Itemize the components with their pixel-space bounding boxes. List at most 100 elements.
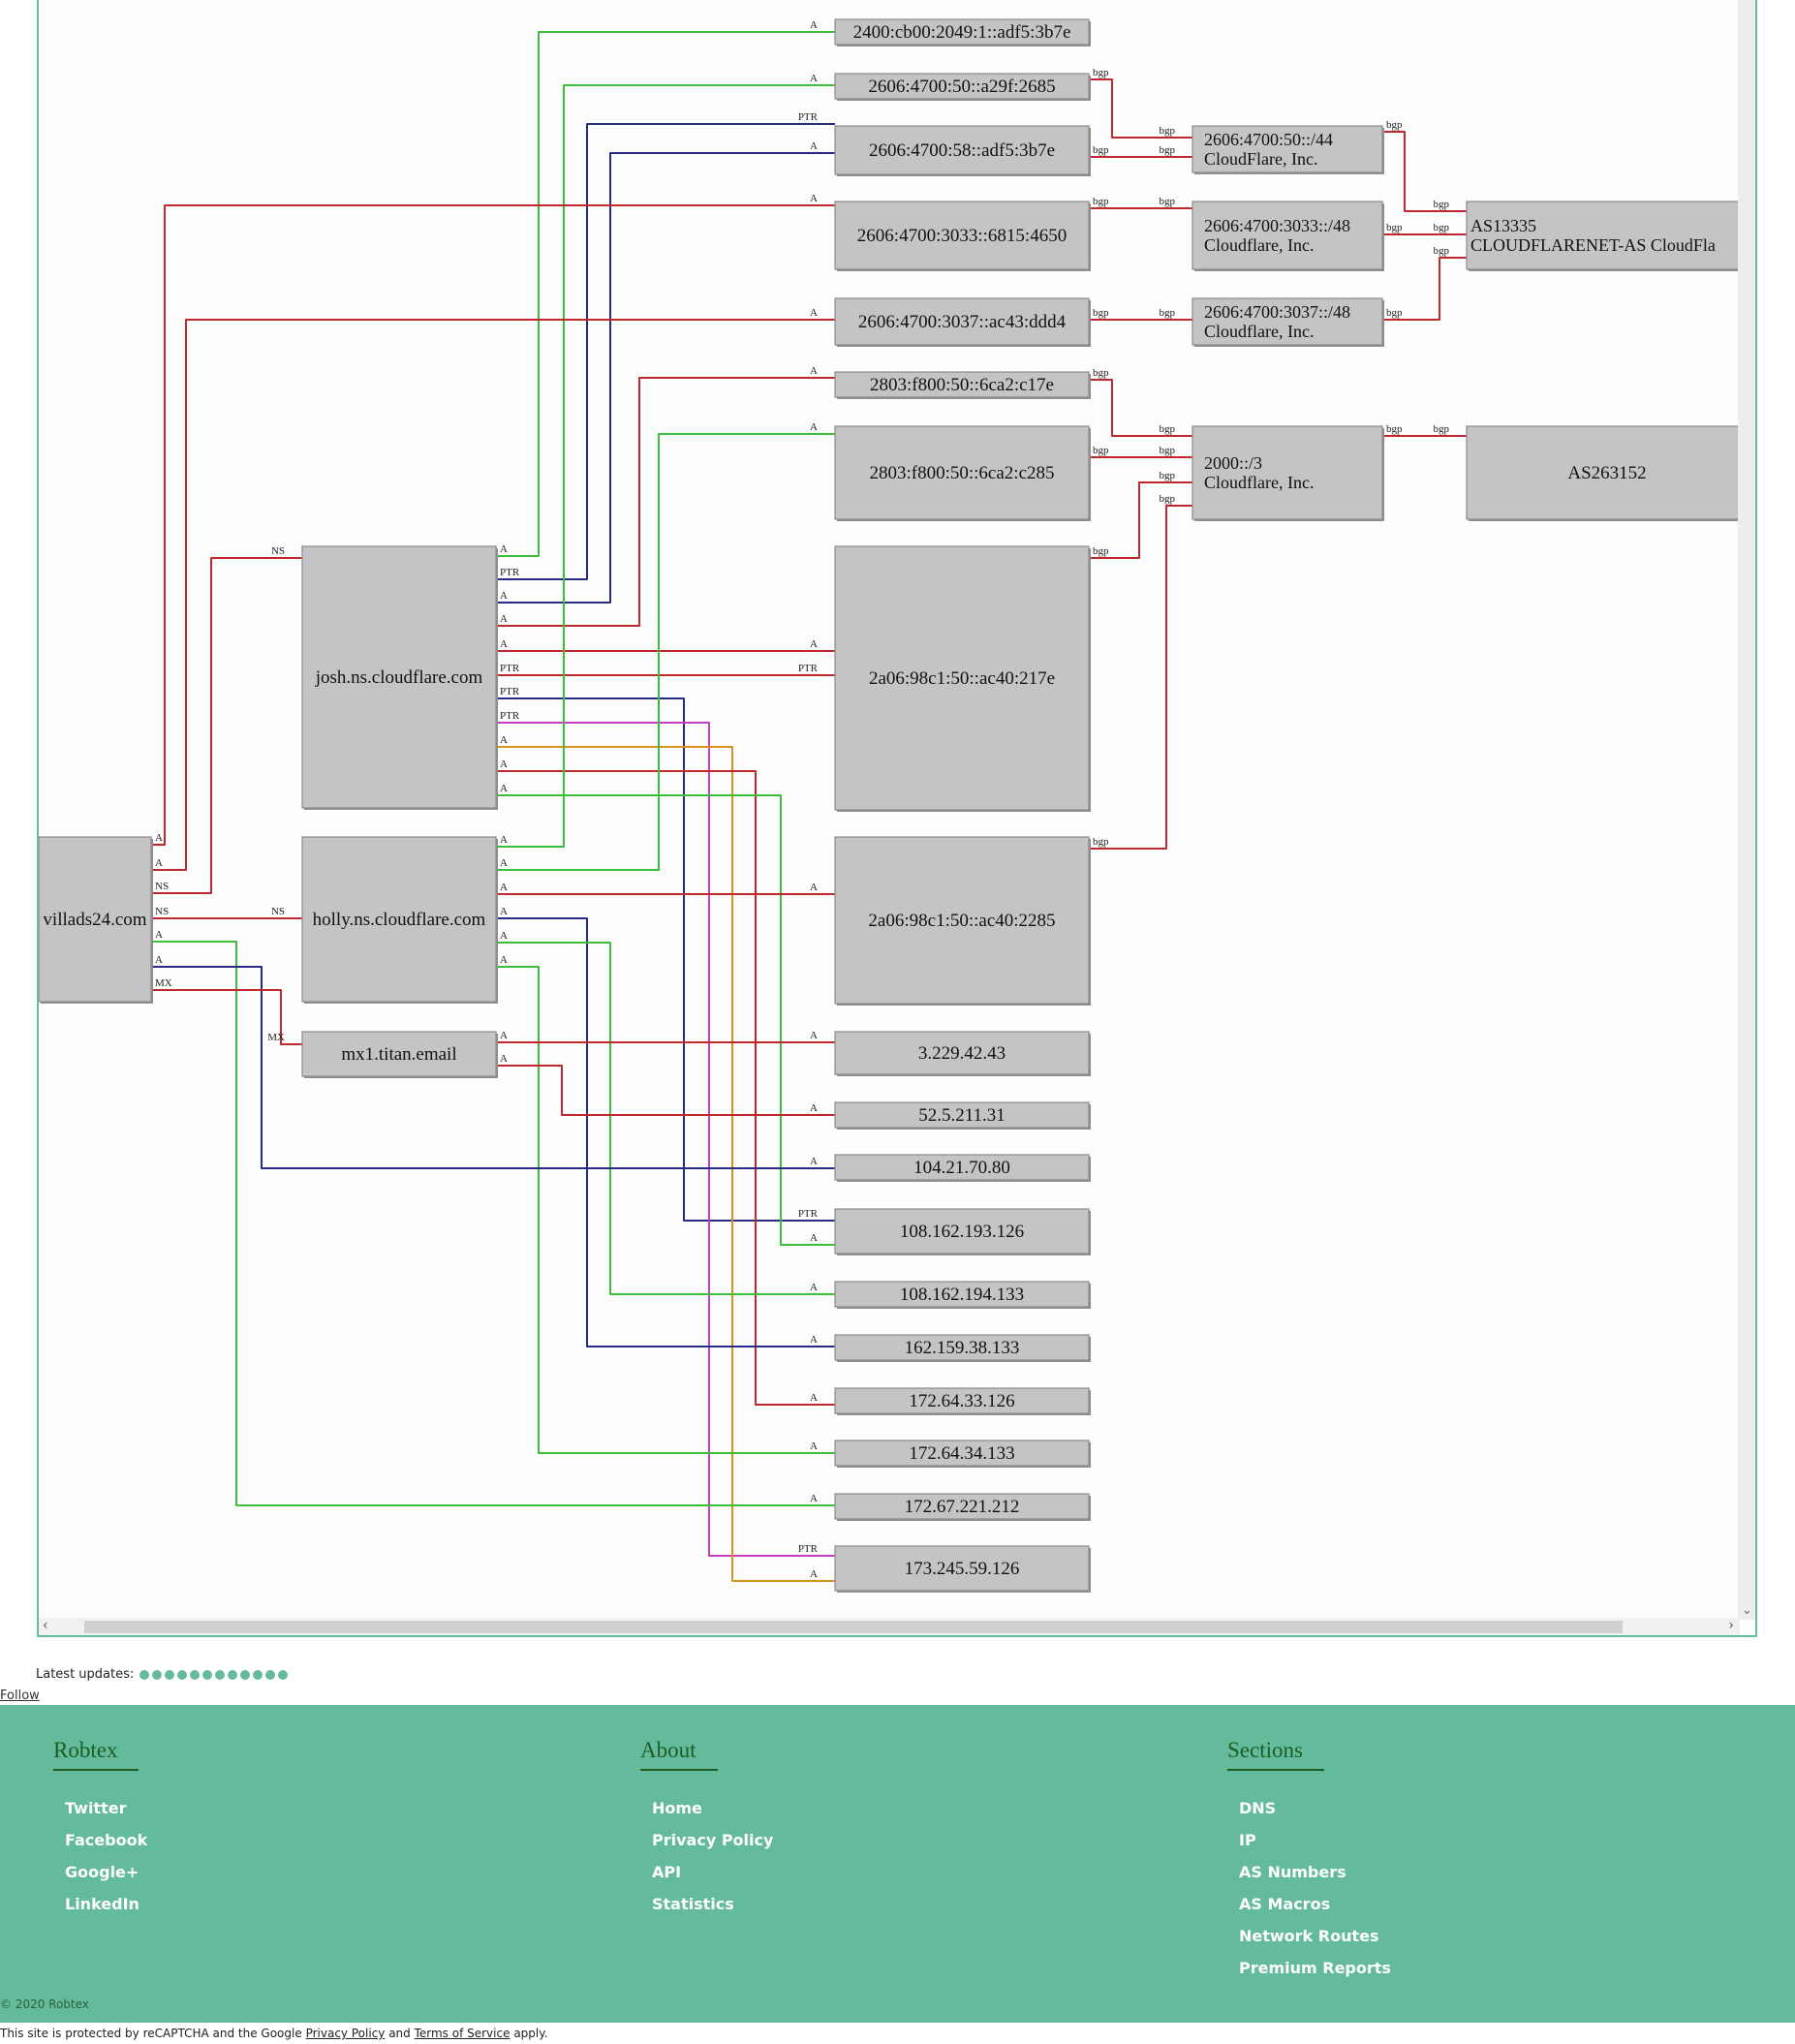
footer-link-premium-reports[interactable]: Premium Reports xyxy=(1239,1959,1391,1977)
graph-frame[interactable]: villads24.com josh.ns.cloudflare.com holly… xyxy=(37,0,1757,1637)
edge-line xyxy=(1089,481,1192,559)
edge-label: bgp xyxy=(1434,222,1450,233)
edge-label: bgp xyxy=(1093,545,1109,557)
node-holly[interactable]: holly.ns.cloudflare.com xyxy=(301,836,498,1004)
node-label: 108.162.194.133 xyxy=(900,1285,1024,1305)
update-dot[interactable] xyxy=(240,1669,251,1680)
edge-label: A xyxy=(500,834,508,846)
node-label: 172.64.33.126 xyxy=(909,1391,1014,1411)
edge-label: PTR xyxy=(500,663,520,674)
node-label: 2606:4700:50::/44 xyxy=(1204,130,1333,149)
node-label: 3.229.42.43 xyxy=(918,1043,1006,1064)
update-dot[interactable] xyxy=(177,1669,188,1680)
node-v[interactable]: villads24.com xyxy=(39,836,153,1004)
footer-link-facebook[interactable]: Facebook xyxy=(65,1831,148,1849)
footer-heading: Sections xyxy=(1227,1738,1324,1771)
edge-line xyxy=(1089,78,1192,139)
update-dot[interactable] xyxy=(152,1669,163,1680)
node-label: 2a06:98c1:50::ac40:217e xyxy=(869,668,1055,689)
node-sublabel: CloudFlare, Inc. xyxy=(1204,149,1317,169)
edge-label: A xyxy=(810,638,818,650)
scroll-right-icon[interactable]: › xyxy=(1728,1618,1734,1633)
terms-link[interactable]: Terms of Service xyxy=(414,2027,511,2040)
node-ip3[interactable]: 2606:4700:58::adf5:3b7e xyxy=(834,125,1091,176)
footer-link-ip[interactable]: IP xyxy=(1239,1831,1256,1849)
footer-link-twitter[interactable]: Twitter xyxy=(65,1799,127,1817)
edge-label: A xyxy=(500,783,508,794)
node-ip2[interactable]: 2606:4700:50::a29f:2685 xyxy=(834,73,1091,101)
edge-line xyxy=(151,557,302,894)
node-as2[interactable]: AS263152 xyxy=(1466,425,1749,521)
privacy-policy-link[interactable]: Privacy Policy xyxy=(305,2027,386,2040)
edge-label: bgp xyxy=(1160,423,1176,435)
footer-link-statistics[interactable]: Statistics xyxy=(652,1895,734,1913)
footer-link-as-numbers[interactable]: AS Numbers xyxy=(1239,1863,1346,1881)
footer-link-network-routes[interactable]: Network Routes xyxy=(1239,1927,1379,1945)
update-dot[interactable] xyxy=(215,1669,226,1680)
node-ip1[interactable]: 2400:cb00:2049:1::adf5:3b7e xyxy=(834,18,1091,46)
footer-column-robtex: Robtex Twitter Facebook Google+ LinkedIn xyxy=(53,1738,344,1920)
node-label: josh.ns.cloudflare.com xyxy=(315,667,483,688)
footer-link-api[interactable]: API xyxy=(652,1863,682,1881)
node-ip17[interactable]: 172.64.34.133 xyxy=(834,1440,1091,1468)
node-ip4[interactable]: 2606:4700:3033::6815:4650 xyxy=(834,201,1091,271)
edge-label: A xyxy=(810,882,818,893)
edge-label: A xyxy=(500,882,508,893)
footer-link-as-macros[interactable]: AS Macros xyxy=(1239,1895,1331,1913)
node-ip5[interactable]: 2606:4700:3037::ac43:ddd4 xyxy=(834,297,1091,347)
node-mx[interactable]: mx1.titan.email xyxy=(301,1031,498,1078)
footer-heading: Robtex xyxy=(53,1738,139,1771)
node-ip19[interactable]: 173.245.59.126 xyxy=(834,1545,1091,1593)
edge-line xyxy=(1382,131,1467,212)
update-dot[interactable] xyxy=(228,1669,238,1680)
edge-line xyxy=(496,84,835,848)
update-dot[interactable] xyxy=(190,1669,201,1680)
node-label: 162.159.38.133 xyxy=(905,1338,1020,1358)
edge-label: A xyxy=(810,193,818,204)
node-josh[interactable]: josh.ns.cloudflare.com xyxy=(301,545,498,810)
node-ip18[interactable]: 172.67.221.212 xyxy=(834,1493,1091,1521)
update-dot[interactable] xyxy=(139,1669,150,1680)
node-ip12[interactable]: 104.21.70.80 xyxy=(834,1154,1091,1182)
footer-link-privacy[interactable]: Privacy Policy xyxy=(652,1831,774,1849)
edge-label: A xyxy=(810,1440,818,1452)
update-dots[interactable] xyxy=(139,1669,289,1680)
node-ip10[interactable]: 3.229.42.43 xyxy=(834,1031,1091,1076)
node-ip13[interactable]: 108.162.193.126 xyxy=(834,1208,1091,1255)
vertical-scrollbar[interactable]: ⌄ xyxy=(1738,0,1755,1620)
scroll-down-icon[interactable]: ⌄ xyxy=(1742,1603,1752,1618)
update-dot[interactable] xyxy=(253,1669,263,1680)
node-ip14[interactable]: 108.162.194.133 xyxy=(834,1281,1091,1309)
scrollbar-thumb[interactable] xyxy=(84,1621,1623,1633)
footer-link-home[interactable]: Home xyxy=(652,1799,702,1817)
node-ip7[interactable]: 2803:f800:50::6ca2:c285 xyxy=(834,425,1091,521)
node-label: 2606:4700:3033::/48 xyxy=(1204,216,1350,235)
footer-link-linkedin[interactable]: LinkedIn xyxy=(65,1895,139,1913)
edge-line xyxy=(1089,505,1192,850)
update-dot[interactable] xyxy=(278,1669,289,1680)
scroll-left-icon[interactable]: ‹ xyxy=(43,1618,48,1633)
edge-label: A xyxy=(810,1102,818,1114)
footer-link-dns[interactable]: DNS xyxy=(1239,1799,1277,1817)
update-dot[interactable] xyxy=(202,1669,213,1680)
node-ip6[interactable]: 2803:f800:50::6ca2:c17e xyxy=(834,371,1091,399)
node-ip16[interactable]: 172.64.33.126 xyxy=(834,1387,1091,1415)
node-ip11[interactable]: 52.5.211.31 xyxy=(834,1101,1091,1130)
footer-column-sections: Sections DNS IP AS Numbers AS Macros Net… xyxy=(1227,1738,1518,1984)
node-ip8[interactable]: 2a06:98c1:50::ac40:217e xyxy=(834,545,1091,812)
update-dot[interactable] xyxy=(165,1669,175,1680)
edge-label: A xyxy=(810,307,818,319)
follow-link[interactable]: Follow xyxy=(0,1688,40,1703)
node-label: 2400:cb00:2049:1::adf5:3b7e xyxy=(853,22,1071,43)
footer-link-googleplus[interactable]: Google+ xyxy=(65,1863,139,1881)
update-dot[interactable] xyxy=(265,1669,276,1680)
node-ip15[interactable]: 162.159.38.133 xyxy=(834,1334,1091,1362)
horizontal-scrollbar[interactable]: ‹ › xyxy=(39,1618,1740,1635)
node-ip9[interactable]: 2a06:98c1:50::ac40:2285 xyxy=(834,836,1091,1006)
